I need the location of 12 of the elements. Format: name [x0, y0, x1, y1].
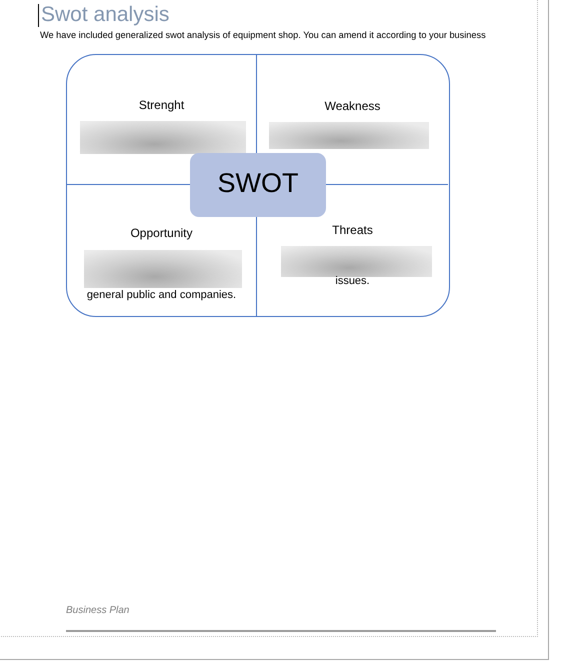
- center-label: SWOT: [218, 167, 298, 200]
- quadrant-text: general public and companies.: [86, 289, 236, 302]
- quadrant-heading: Opportunity: [130, 227, 193, 241]
- footer-text: Business Plan: [66, 604, 130, 617]
- page-title: Swot analysis: [41, 3, 170, 27]
- swot-frame: [66, 54, 450, 317]
- swot-center-box: [190, 153, 326, 217]
- quadrant-text: issues.: [335, 275, 370, 288]
- quadrant-heading: Strenght: [138, 99, 184, 113]
- intro-text: We have included generalized swot analysis of equipment shop. You can amend it according to your business: [40, 29, 486, 41]
- quadrant-heading: Weakness: [324, 100, 380, 114]
- quadrant-heading: Threats: [332, 224, 373, 238]
